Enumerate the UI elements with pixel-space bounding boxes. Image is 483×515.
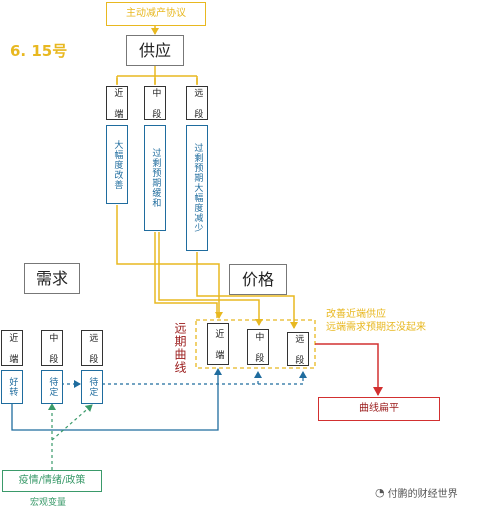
- price-title-label: 价格: [241, 269, 274, 289]
- supply-near-box: 近 端: [106, 86, 128, 120]
- driver-box: 疫情/情绪/政策: [2, 470, 102, 492]
- supply-fan-out-lines: [116, 66, 198, 84]
- arrow-supply-far-to-price-far: [196, 252, 298, 329]
- demand-far-effect: 待定: [81, 370, 103, 404]
- supply-mid-effect: 过剩预期缓和: [144, 125, 166, 231]
- demand-mid-box: 中 段: [41, 330, 63, 366]
- arrow-supply-near-to-price-near: [116, 205, 223, 319]
- wechat-icon: ◔: [375, 486, 385, 499]
- price-near-box: 近 端: [207, 323, 229, 365]
- demand-mid-effect: 待定: [41, 370, 63, 404]
- supply-title: 供应: [126, 35, 184, 66]
- price-note: 改善近端供应 远端需求预期还没起来: [326, 309, 426, 334]
- supply-title-label: 供应: [138, 40, 171, 60]
- curve-label: 远期曲线: [173, 322, 187, 374]
- watermark: ◔ 付鹏的财经世界: [375, 485, 458, 500]
- demand-title-label: 需求: [35, 268, 68, 288]
- date-label: 6. 15号: [10, 42, 68, 60]
- price-near-label: 近 端: [213, 328, 224, 360]
- supply-mid-box: 中 段: [144, 86, 166, 120]
- demand-title: 需求: [24, 263, 80, 294]
- price-mid-box: 中 段: [247, 329, 269, 365]
- supply-mid-label: 中 段: [150, 87, 161, 119]
- price-note-line-1: 改善近端供应: [326, 309, 386, 320]
- supply-near-effect-text: 大幅度改善: [112, 139, 123, 190]
- demand-near-effect-text: 好转: [7, 377, 18, 397]
- supply-far-effect: 过剩预期大幅度减少: [186, 125, 208, 251]
- demand-far-effect-text: 待定: [87, 377, 98, 397]
- supply-fan-out-arrows: [116, 78, 198, 85]
- arrow-supply-mid-to-price-mid: [158, 232, 263, 326]
- result-label: 曲线扁平: [359, 403, 399, 414]
- result-box: 曲线扁平: [318, 397, 440, 421]
- demand-far-label: 远 段: [87, 332, 98, 364]
- arrow-driver-to-demand-far: [51, 404, 93, 441]
- demand-mid-effect-text: 待定: [47, 377, 58, 397]
- arrow-demand-far-to-price: [102, 371, 307, 385]
- supply-far-effect-text: 过剩预期大幅度减少: [192, 143, 203, 233]
- demand-near-effect: 好转: [1, 370, 23, 404]
- supply-near-effect: 大幅度改善: [106, 125, 128, 204]
- price-far-box: 远 段: [287, 332, 309, 366]
- arrow-demand-near-to-price-near: [11, 368, 222, 431]
- demand-near-box: 近 端: [1, 330, 23, 366]
- driver-label: 疫情/情绪/政策: [18, 475, 86, 486]
- watermark-text: 付鹏的财经世界: [387, 489, 458, 500]
- arrow-curve-to-result: [315, 343, 383, 396]
- supply-far-box: 远 段: [186, 86, 208, 120]
- price-far-label: 远 段: [293, 333, 304, 365]
- price-mid-label: 中 段: [253, 331, 264, 363]
- demand-near-label: 近 端: [7, 332, 18, 364]
- price-title: 价格: [229, 264, 287, 295]
- price-note-line-2: 远端需求预期还没起来: [326, 321, 426, 333]
- supply-near-label: 近 端: [112, 87, 123, 119]
- supply-mid-effect-text: 过剩预期缓和: [150, 148, 161, 208]
- demand-mid-label: 中 段: [47, 332, 58, 364]
- arrow-supply-mid-to-price-near: [154, 232, 218, 318]
- demand-far-box: 远 段: [81, 330, 103, 366]
- agreement-box: 主动减产协议: [106, 2, 206, 26]
- agreement-label: 主动减产协议: [126, 8, 186, 19]
- driver-caption: 宏观变量: [30, 498, 67, 508]
- supply-far-label: 远 段: [192, 87, 203, 119]
